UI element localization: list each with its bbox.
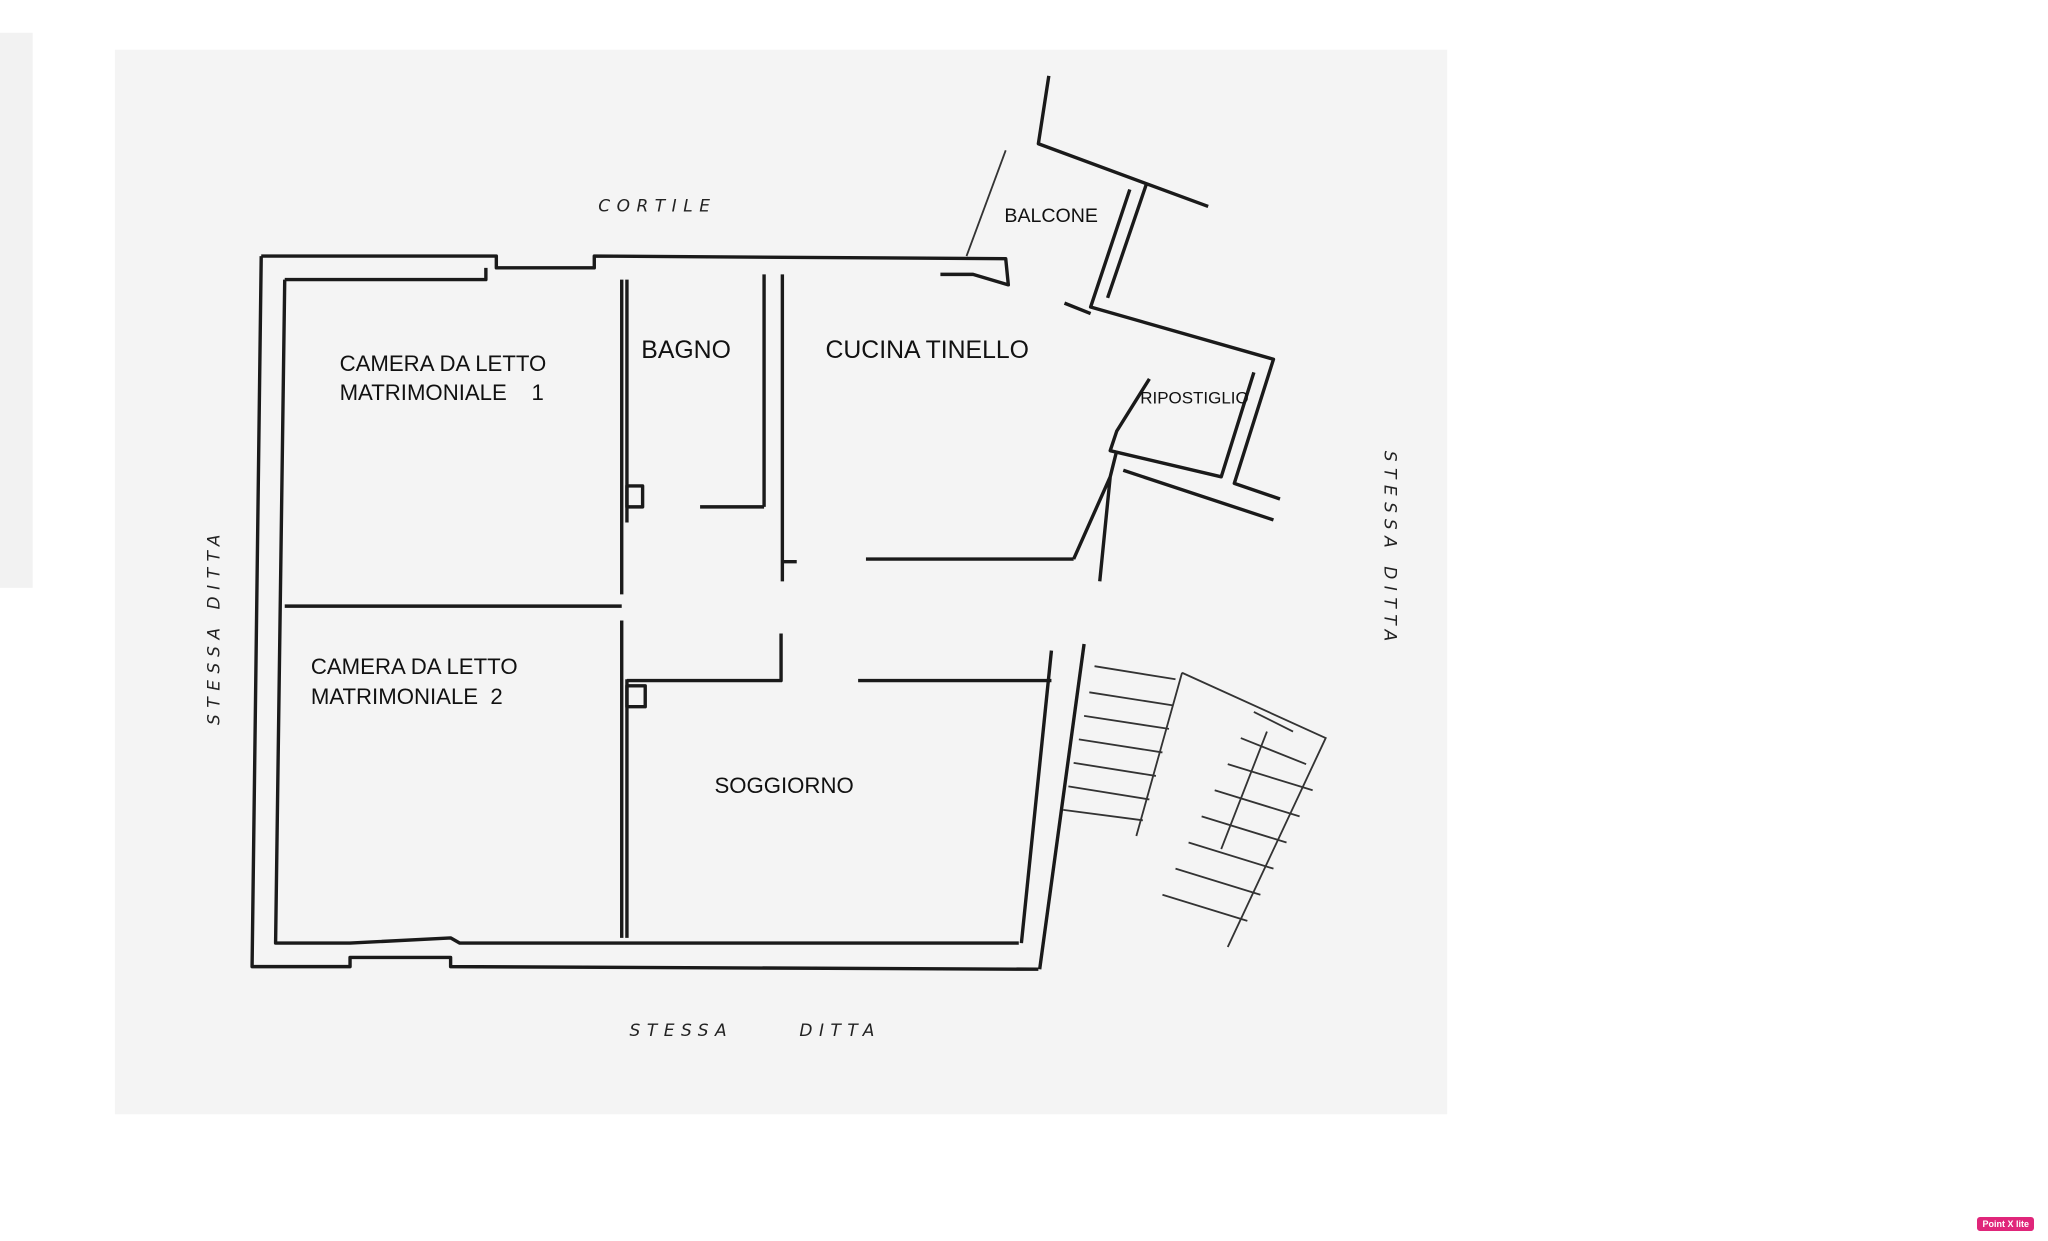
bottom-neighbor-label-2: DITTA (799, 1021, 881, 1041)
surrounding-labels: CORTILE STESSA DITTA STESSA DITTA STESSA… (204, 197, 1399, 1041)
kitchen-label: CUCINA TINELLO (825, 337, 1028, 364)
bedroom2-label-line1: CAMERA DA LETTO (311, 654, 518, 679)
storage-label: RIPOSTIGLIO (1140, 389, 1248, 408)
left-neighbor-label: STESSA DITTA (204, 528, 224, 725)
paper-sheet (114, 49, 1448, 1115)
balcony-label: BALCONE (1004, 205, 1098, 227)
room-labels: CAMERA DA LETTO MATRIMONIALE 1 CAMERA DA… (311, 205, 1249, 798)
paper-scrap (0, 32, 33, 588)
right-neighbor-label: STESSA DITTA (1379, 451, 1399, 648)
bottom-neighbor-label-1: STESSA (630, 1021, 734, 1041)
bathroom-label: BAGNO (641, 337, 731, 364)
bedroom1-label-line2: MATRIMONIALE 1 (340, 380, 544, 405)
walls (250, 75, 1281, 971)
watermark-badge: Point X lite (1977, 1217, 2034, 1231)
bedroom1-label-line1: CAMERA DA LETTO (340, 351, 547, 376)
courtyard-label: CORTILE (598, 197, 716, 217)
bedroom2-label-line2: MATRIMONIALE 2 (311, 684, 503, 709)
staircase (1063, 665, 1327, 948)
living-room-label: SOGGIORNO (714, 773, 853, 798)
